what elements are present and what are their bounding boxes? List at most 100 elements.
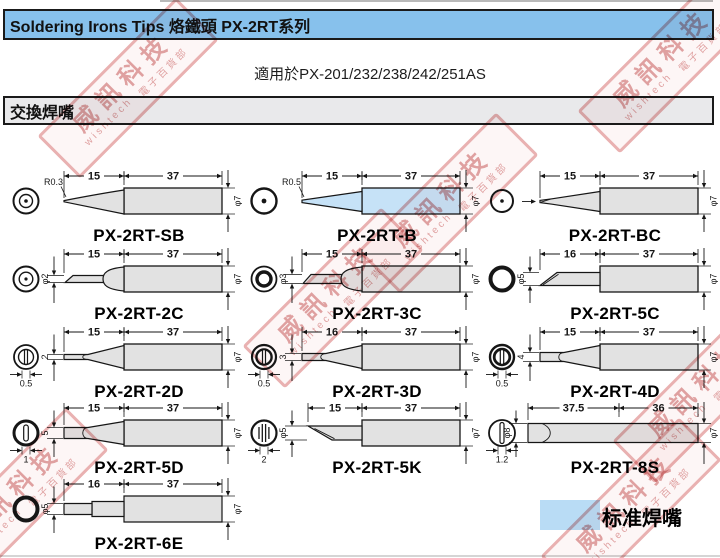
- tip-drawing: 15 37 φ7 2 0.5: [10, 326, 243, 389]
- svg-text:37: 37: [405, 249, 417, 261]
- tip-model-label: PX-2RT-B: [337, 226, 417, 245]
- svg-text:φ7: φ7: [709, 274, 719, 285]
- tip-model-label: PX-2RT-6E: [94, 534, 184, 553]
- compatibility-note: 適用於PX-201/232/238/242/251AS: [254, 66, 486, 83]
- svg-text:37: 37: [643, 327, 655, 339]
- svg-text:37: 37: [643, 171, 655, 183]
- svg-text:37.5: 37.5: [563, 403, 584, 415]
- svg-text:R0.3: R0.3: [44, 177, 63, 187]
- tip-drawing: 15 37 φ7 4 0.5: [486, 326, 719, 389]
- tip-drawing: 15 37 φ7 φ2: [12, 248, 243, 310]
- svg-text:φ7: φ7: [709, 352, 719, 363]
- svg-text:15: 15: [564, 327, 576, 339]
- svg-text:φ5: φ5: [278, 428, 288, 439]
- svg-text:φ7: φ7: [709, 428, 719, 439]
- svg-text:37: 37: [405, 171, 417, 183]
- svg-text:φ7: φ7: [471, 196, 481, 207]
- svg-text:φ7: φ7: [233, 274, 243, 285]
- tip-model-label: PX-2RT-5C: [570, 304, 660, 323]
- svg-text:37: 37: [643, 249, 655, 261]
- svg-text:φ7: φ7: [233, 504, 243, 515]
- tip-cell-PX-2RT-5D: 15 37 φ7 5 1 PX-2RT-5D: [6, 398, 242, 484]
- svg-text:15: 15: [88, 249, 100, 261]
- svg-text:16: 16: [564, 249, 576, 261]
- bottom-divider: [0, 555, 720, 557]
- svg-text:37: 37: [167, 403, 179, 415]
- tip-model-label: PX-2RT-5D: [94, 458, 184, 477]
- top-divider: [160, 0, 713, 2]
- svg-text:φ5: φ5: [40, 504, 50, 515]
- svg-text:15: 15: [326, 249, 338, 261]
- tip-model-label: PX-2RT-SB: [93, 226, 185, 245]
- standard-tip-swatch: [540, 500, 600, 530]
- svg-text:0.5: 0.5: [496, 379, 509, 389]
- tip-drawing: 15 37 φ7 φ5 2: [248, 402, 481, 465]
- svg-text:φ5: φ5: [516, 274, 526, 285]
- tip-drawing: 16 37 φ7 φ5: [488, 248, 719, 310]
- tip-drawing: 15 37 φ7 R0.3: [12, 170, 243, 232]
- svg-text:φ7: φ7: [233, 428, 243, 439]
- svg-text:R0.5: R0.5: [282, 177, 301, 187]
- tip-drawing: 37.5 36 φ7 φ8 1.2: [486, 402, 719, 465]
- svg-text:1: 1: [23, 455, 28, 465]
- tip-model-label: PX-2RT-3C: [332, 304, 422, 323]
- svg-text:5: 5: [40, 430, 50, 435]
- tip-cell-PX-2RT-2D: 15 37 φ7 2 0.5 PX-2RT-2D: [6, 322, 242, 408]
- svg-text:15: 15: [88, 403, 100, 415]
- svg-text:15: 15: [88, 171, 100, 183]
- svg-text:φ7: φ7: [471, 274, 481, 285]
- svg-text:φ3: φ3: [278, 274, 288, 285]
- svg-text:37: 37: [167, 249, 179, 261]
- svg-text:1.2: 1.2: [496, 455, 509, 465]
- svg-text:φ2: φ2: [40, 274, 50, 285]
- svg-text:3: 3: [278, 354, 288, 359]
- svg-text:φ7: φ7: [709, 196, 719, 207]
- tip-model-label: PX-2RT-2D: [94, 382, 184, 401]
- tip-model-label: PX-2RT-BC: [568, 226, 662, 245]
- tip-drawing: 16 37 φ7 3 0.5: [248, 326, 481, 389]
- svg-text:15: 15: [326, 171, 338, 183]
- svg-text:φ7: φ7: [471, 428, 481, 439]
- svg-text:0.5: 0.5: [258, 379, 271, 389]
- svg-text:36: 36: [652, 403, 664, 415]
- svg-text:16: 16: [88, 479, 100, 491]
- svg-text:15: 15: [329, 403, 341, 415]
- svg-text:0.5: 0.5: [20, 379, 33, 389]
- svg-text:φ7: φ7: [233, 352, 243, 363]
- svg-text:15: 15: [88, 327, 100, 339]
- tip-drawing: 15 37 φ7 φ3: [250, 248, 481, 310]
- tip-drawing: 16 37 φ7 φ5: [12, 478, 243, 540]
- svg-text:2: 2: [40, 354, 50, 359]
- svg-text:37: 37: [405, 403, 417, 415]
- svg-text:φ8: φ8: [502, 428, 512, 439]
- svg-text:37: 37: [405, 327, 417, 339]
- tip-drawing: 15 37 φ7 5 1: [10, 402, 243, 465]
- tip-cell-PX-2RT-5K: 15 37 φ7 φ5 2 PX-2RT-5K: [244, 398, 480, 484]
- svg-text:37: 37: [167, 327, 179, 339]
- svg-text:16: 16: [326, 327, 338, 339]
- svg-text:37: 37: [167, 171, 179, 183]
- standard-tip-label: 标准焊嘴: [602, 508, 682, 530]
- svg-text:4: 4: [516, 354, 526, 359]
- tip-cell-PX-2RT-8S: 37.5 36 φ7 φ8 1.2 PX-2RT-8S: [482, 398, 718, 484]
- tip-model-label: PX-2RT-5K: [332, 458, 422, 477]
- svg-text:φ7: φ7: [233, 196, 243, 207]
- svg-text:37: 37: [167, 479, 179, 491]
- svg-text:2: 2: [261, 455, 266, 465]
- tip-drawing: 15 37 φ7 R0.5: [250, 170, 481, 232]
- svg-text:φ7: φ7: [471, 352, 481, 363]
- tip-model-label: PX-2RT-2C: [94, 304, 184, 323]
- tip-model-label: PX-2RT-8S: [570, 458, 660, 477]
